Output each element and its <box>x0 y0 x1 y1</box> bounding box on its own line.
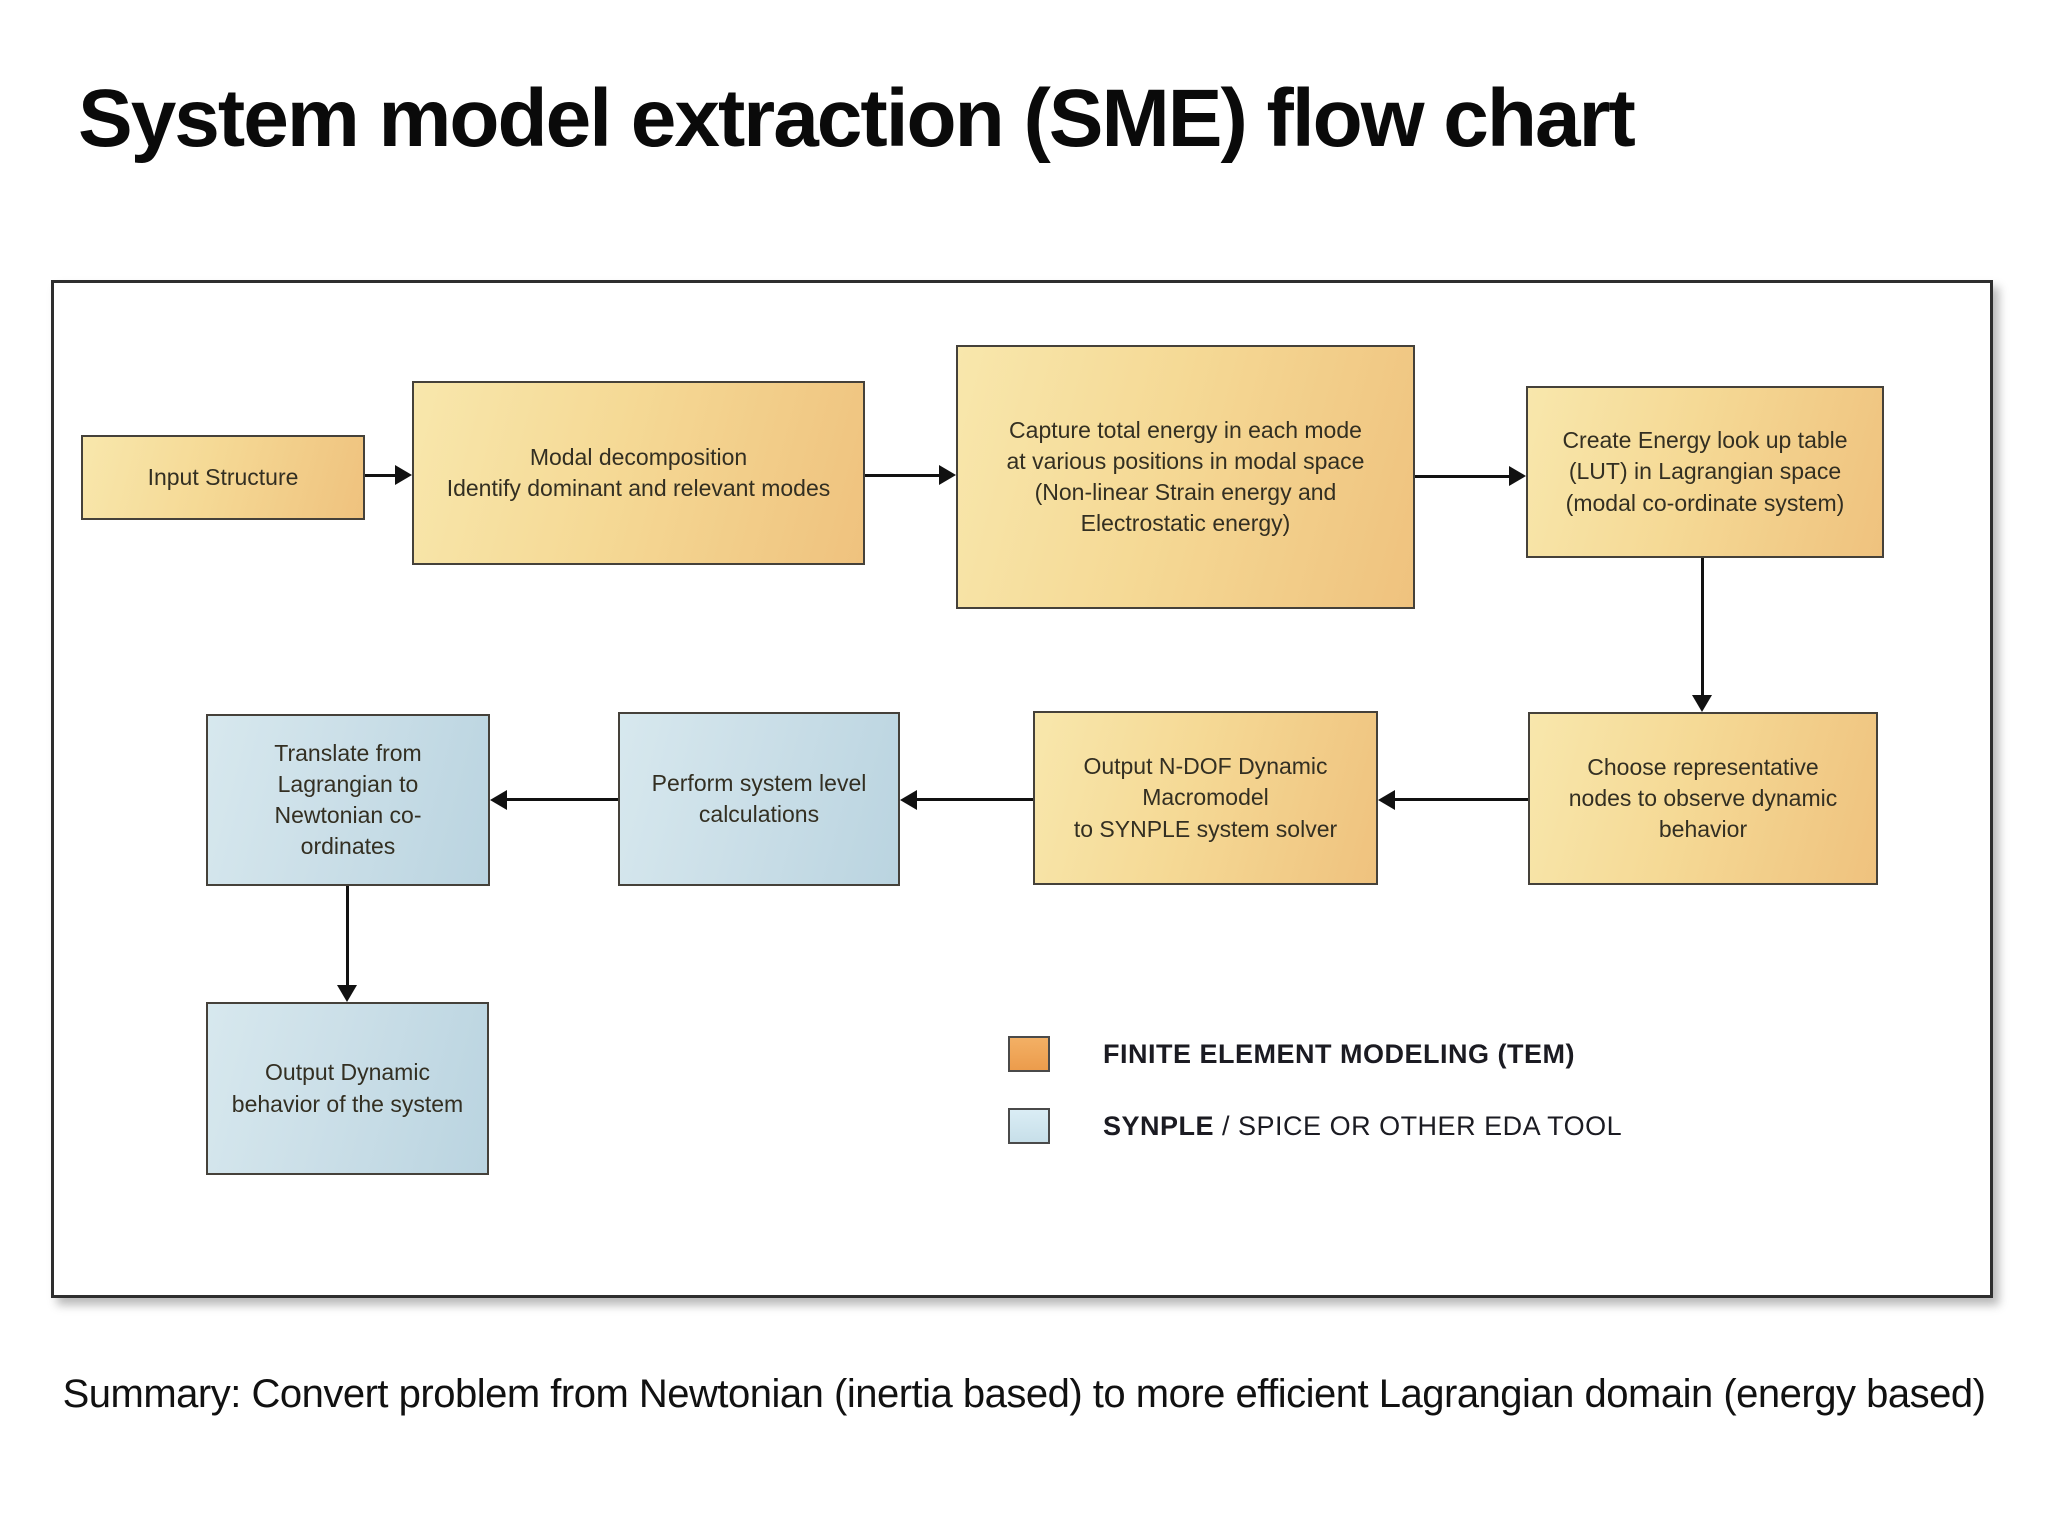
arrow-lut-to-choose <box>1701 558 1704 695</box>
arrowhead-down-icon <box>337 985 357 1002</box>
node-label: Modal decomposition Identify dominant an… <box>446 443 831 501</box>
node-choose-nodes: Choose representative nodes to observe d… <box>1528 712 1878 885</box>
legend-swatch-eda <box>1008 1108 1050 1144</box>
node-label: Perform system level calculations <box>651 769 867 827</box>
node-label: Capture total energy in each mode at var… <box>1006 416 1365 537</box>
node-perform-system-level: Perform system level calculations <box>618 712 900 886</box>
arrow-ndof-to-perform <box>917 798 1033 801</box>
arrowhead-down-icon <box>1692 695 1712 712</box>
arrow-input-to-modal <box>365 474 395 477</box>
arrowhead-left-icon <box>490 790 507 810</box>
node-input-structure: Input Structure <box>81 435 365 520</box>
arrowhead-right-icon <box>395 465 412 485</box>
arrow-modal-to-capture <box>865 474 939 477</box>
node-output-dynamic-behavior: Output Dynamic behavior of the system <box>206 1002 489 1175</box>
node-translate-coordinates: Translate from Lagrangian to Newtonian c… <box>206 714 490 886</box>
node-label: Input Structure <box>147 463 299 490</box>
node-label: Output N-DOF Dynamic Macromodel to SYNPL… <box>1073 753 1338 842</box>
legend-text: FINITE ELEMENT MODELING (TEM) <box>1103 1039 1575 1069</box>
arrow-capture-to-lut <box>1415 475 1509 478</box>
legend-swatch-fem <box>1008 1036 1050 1072</box>
arrow-choose-to-ndof <box>1395 798 1528 801</box>
summary-text: Summary: Convert problem from Newtonian … <box>62 1372 1986 1416</box>
node-label: Translate from Lagrangian to Newtonian c… <box>274 739 422 860</box>
page-title: System model extraction (SME) flow chart <box>78 73 1636 164</box>
node-modal-decomposition: Modal decomposition Identify dominant an… <box>412 381 865 565</box>
node-label: Create Energy look up table (LUT) in Lag… <box>1562 427 1848 516</box>
arrowhead-left-icon <box>900 790 917 810</box>
arrow-perform-to-translate <box>507 798 618 801</box>
node-capture-energy: Capture total energy in each mode at var… <box>956 345 1415 609</box>
node-output-ndof: Output N-DOF Dynamic Macromodel to SYNPL… <box>1033 711 1378 885</box>
legend-label-eda: SYNPLE / SPICE OR OTHER EDA TOOL <box>1103 1108 1622 1144</box>
legend-label-fem: FINITE ELEMENT MODELING (TEM) <box>1103 1036 1575 1072</box>
legend-text: / SPICE OR OTHER EDA TOOL <box>1214 1111 1623 1141</box>
node-create-lut: Create Energy look up table (LUT) in Lag… <box>1526 386 1884 558</box>
node-label: Output Dynamic behavior of the system <box>231 1059 464 1117</box>
node-label: Choose representative nodes to observe d… <box>1568 753 1838 843</box>
arrow-translate-to-output <box>346 886 349 985</box>
flowchart-frame: Input Structure Modal decomposition Iden… <box>51 280 1993 1298</box>
arrowhead-left-icon <box>1378 790 1395 810</box>
legend-text: SYNPLE <box>1103 1111 1215 1141</box>
arrowhead-right-icon <box>939 465 956 485</box>
arrowhead-right-icon <box>1509 466 1526 486</box>
